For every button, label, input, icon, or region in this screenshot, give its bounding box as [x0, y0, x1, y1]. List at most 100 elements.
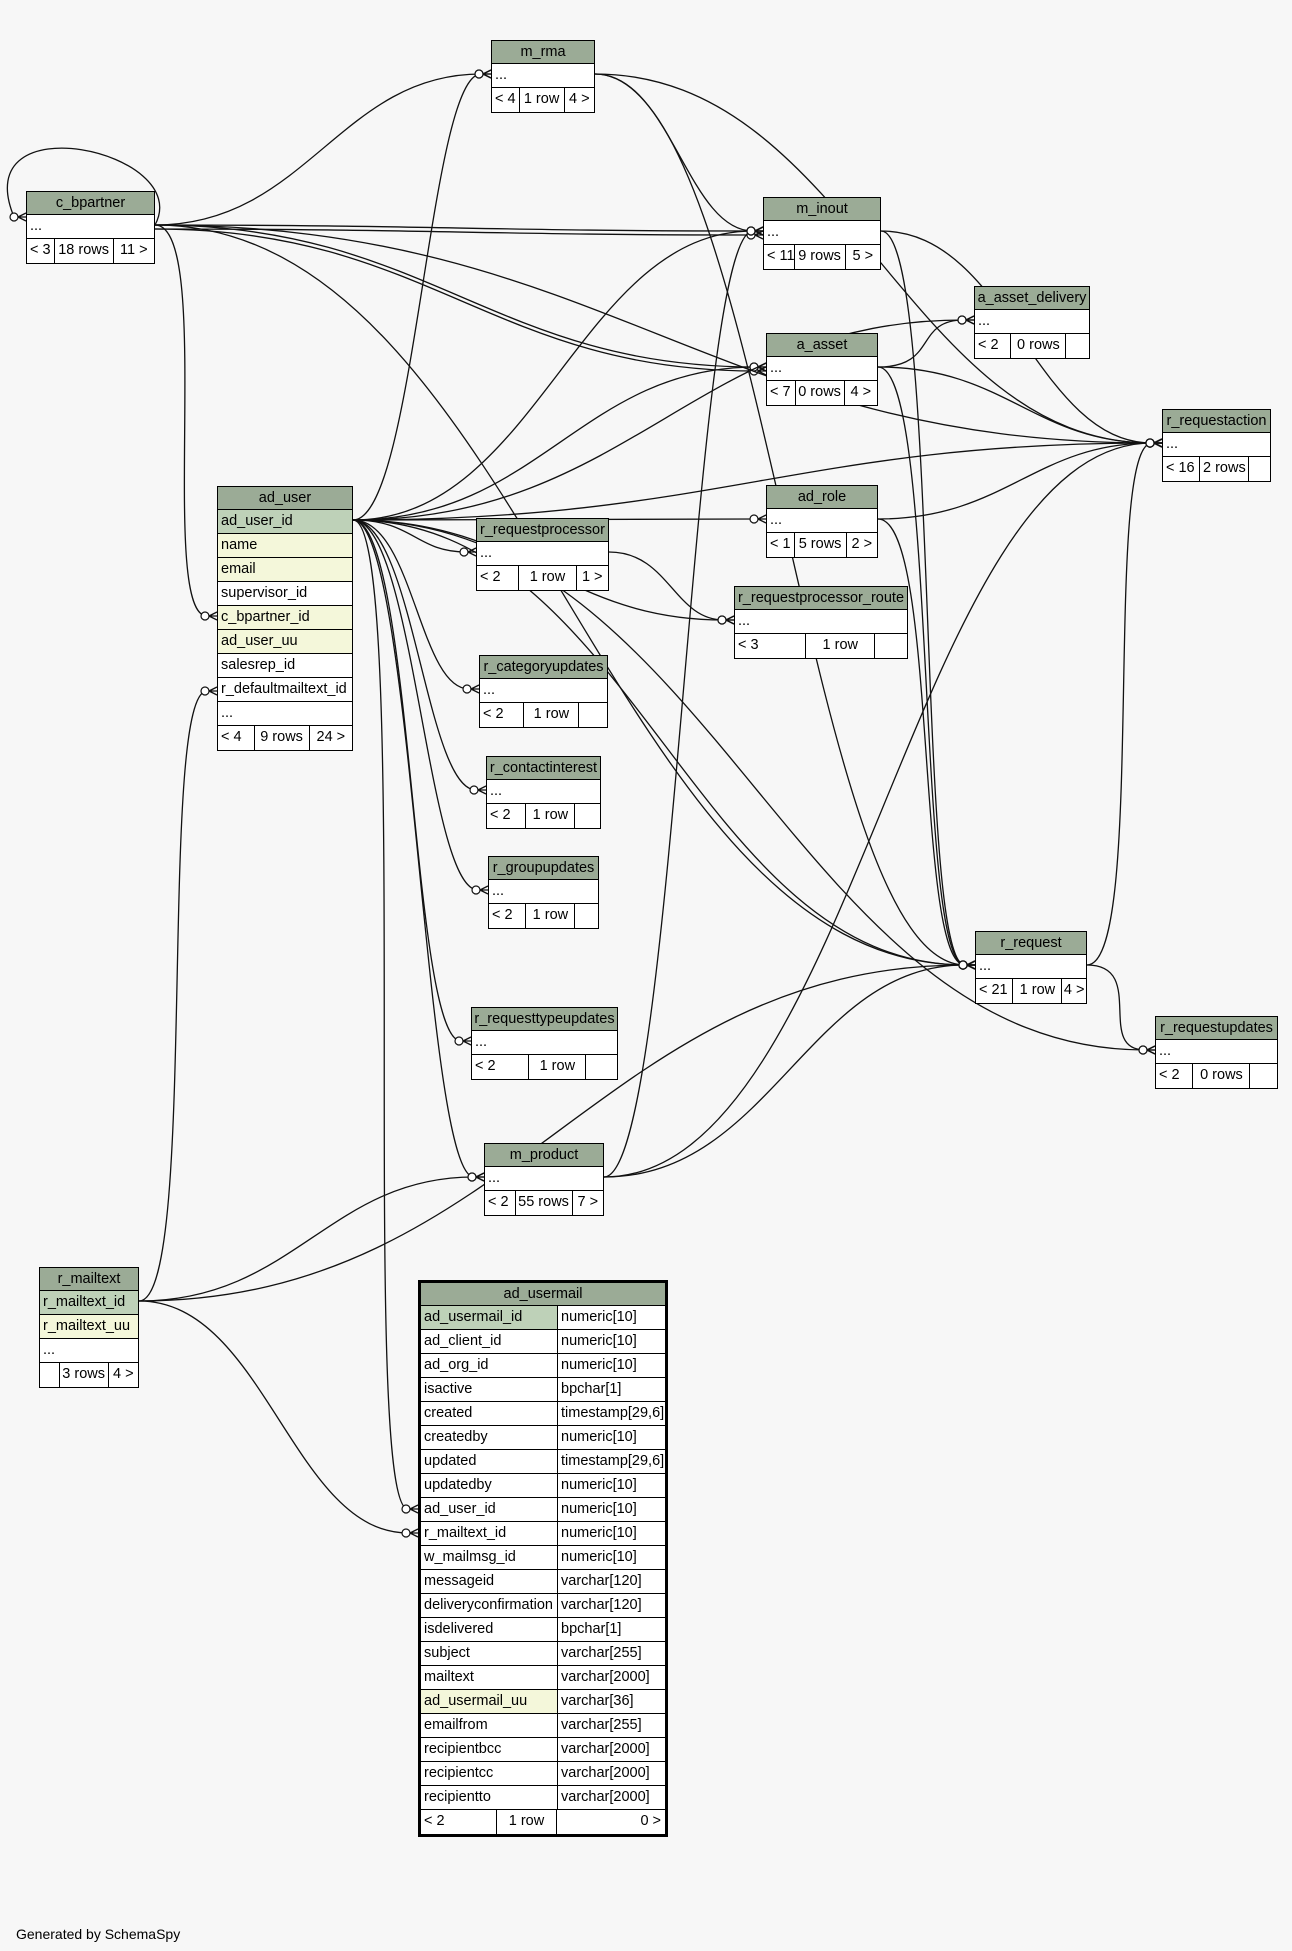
children-link[interactable]: 4 > [113, 1366, 134, 1382]
column-row[interactable]: ... [1156, 1040, 1277, 1064]
column-row[interactable]: ... [735, 610, 907, 634]
table-header[interactable]: r_contactinterest [487, 757, 600, 780]
table-header[interactable]: a_asset [767, 334, 877, 357]
table-header[interactable]: r_requestprocessor_route [735, 587, 907, 610]
parents-link[interactable]: < 4 [218, 726, 255, 750]
table-header[interactable]: c_bpartner [27, 192, 154, 215]
column-row[interactable]: ... [218, 702, 352, 726]
children-link[interactable] [586, 1055, 617, 1079]
column-row[interactable]: r_defaultmailtext_id [218, 678, 352, 702]
table-header[interactable]: r_groupupdates [489, 857, 598, 880]
column-row[interactable]: r_mailtext_uu [40, 1315, 138, 1339]
parents-link[interactable]: < 2 [485, 1191, 516, 1215]
parents-link[interactable]: < 2 [489, 904, 527, 928]
table-header[interactable]: ad_usermail [421, 1283, 665, 1306]
column-row[interactable]: ... [767, 509, 877, 533]
children-link[interactable] [1249, 457, 1270, 481]
table-header[interactable]: m_inout [764, 198, 880, 221]
table-header[interactable]: r_requestupdates [1156, 1017, 1277, 1040]
table-header[interactable]: r_categoryupdates [480, 656, 607, 679]
column-row[interactable]: ... [976, 955, 1086, 979]
column-row[interactable]: ad_user_uu [218, 630, 352, 654]
table-header[interactable]: r_requesttypeupdates [472, 1008, 617, 1031]
parents-link[interactable]: < 2 [487, 804, 527, 828]
children-link[interactable] [575, 904, 598, 928]
parents-link[interactable]: < 2 [472, 1055, 530, 1079]
children-link[interactable]: 0 > [640, 1813, 661, 1829]
column-row[interactable]: ... [975, 310, 1089, 334]
children-link[interactable] [875, 634, 907, 658]
column-row[interactable]: ad_user_id [218, 510, 352, 534]
table-header[interactable]: ad_user [218, 487, 352, 510]
children-link[interactable] [579, 703, 607, 727]
parents-link[interactable]: < 21 [976, 979, 1014, 1003]
table-header[interactable]: r_mailtext [40, 1268, 138, 1291]
column-row[interactable]: ... [480, 679, 607, 703]
table-header[interactable]: r_requestprocessor [477, 519, 608, 542]
table-header[interactable]: m_rma [492, 41, 594, 64]
children-link[interactable]: 11 > [120, 242, 148, 258]
children-link[interactable]: 2 > [851, 536, 873, 552]
parents-link[interactable]: < 2 [477, 566, 520, 590]
column-row[interactable]: ... [27, 215, 154, 239]
children-link[interactable]: 4 > [850, 384, 872, 400]
parents-link[interactable]: < 16 [1163, 457, 1201, 481]
children-link[interactable]: 4 > [1063, 982, 1085, 998]
children-link[interactable]: 4 > [569, 91, 590, 107]
parents-link[interactable]: < 1 [767, 533, 795, 557]
column-row[interactable]: ... [1163, 433, 1270, 457]
column-row[interactable]: ... [764, 221, 880, 245]
column-row[interactable]: ... [40, 1339, 138, 1363]
table-header[interactable]: m_product [485, 1144, 603, 1167]
column-row[interactable]: salesrep_id [218, 654, 352, 678]
table-header[interactable]: r_requestaction [1163, 410, 1270, 433]
column-row[interactable]: ... [767, 357, 877, 381]
table-header[interactable]: ad_role [767, 486, 877, 509]
children-link[interactable]: 24 > [316, 729, 346, 745]
column-row[interactable]: email [218, 558, 352, 582]
table-header[interactable]: r_request [976, 932, 1086, 955]
parents-link[interactable]: < 2 [975, 334, 1012, 358]
parents-link[interactable]: < 3 [735, 634, 807, 658]
column-row[interactable]: ... [477, 542, 608, 566]
column-row[interactable]: ... [485, 1167, 603, 1191]
parents-link[interactable]: < 4 [492, 88, 520, 112]
parents-link[interactable]: < 7 [767, 381, 796, 405]
column-row[interactable]: c_bpartner_id [218, 606, 352, 630]
column-row[interactable]: ... [487, 780, 600, 804]
parents-link[interactable]: < 2 [480, 703, 525, 727]
children-link[interactable] [575, 804, 600, 828]
